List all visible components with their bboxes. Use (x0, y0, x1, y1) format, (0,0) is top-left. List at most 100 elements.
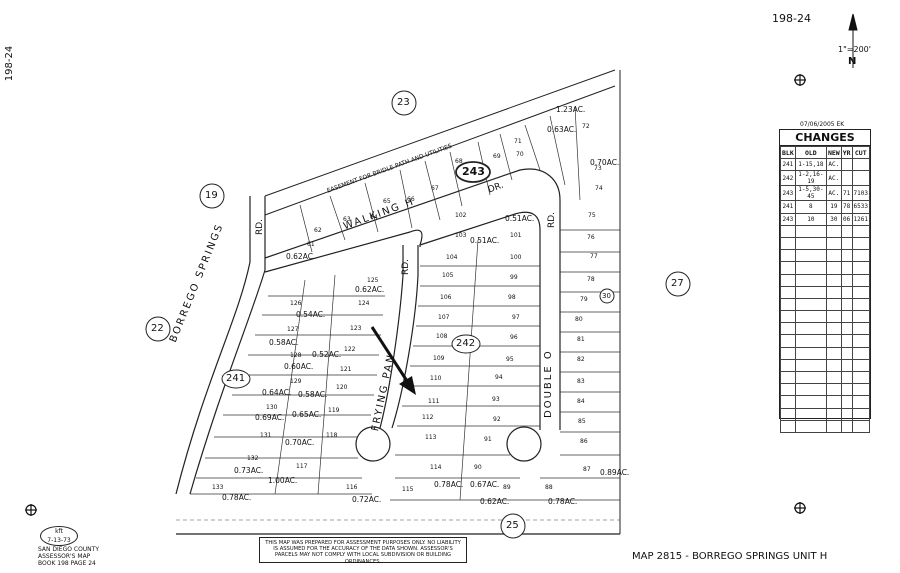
lot-number: 68 (455, 158, 463, 165)
page-reference-side: 198-24 (4, 45, 16, 82)
acreage-label: 0.62AC. (480, 497, 510, 506)
changes-cell: 10 (794, 212, 827, 226)
changes-date-note: 07/06/2005 EK (800, 121, 845, 128)
lot-number: 95 (506, 356, 514, 363)
lot-number: 82 (577, 356, 585, 363)
lot-number: 131 (260, 432, 272, 439)
block-242-oval (451, 334, 481, 354)
lot-number: 63 (343, 216, 351, 223)
lot-number: 81 (577, 336, 585, 343)
lot-number: 89 (503, 484, 511, 491)
scale-label: 1"=200' (838, 45, 871, 54)
borrego-springs-road-edge-inner (189, 196, 266, 495)
lot-number: 88 (545, 484, 553, 491)
assessor-line-2: ASSESSOR'S MAP (38, 553, 91, 560)
lot-number: 100 (510, 254, 522, 261)
changes-cell: AC. (825, 170, 842, 187)
changes-col-new: NEW (825, 145, 842, 160)
changes-cell: 242 (780, 170, 796, 187)
easement-line-2 (264, 85, 616, 216)
lot-number: 77 (590, 253, 598, 260)
lot-number: 127 (287, 326, 299, 333)
acreage-label: 0.72AC. (352, 495, 382, 504)
changes-row-empty (780, 285, 871, 299)
changes-cell: 30 (825, 212, 842, 226)
lot-number: 104 (446, 254, 458, 261)
road-double-rd: RD. (547, 211, 558, 229)
pointer-arrow (370, 326, 416, 395)
neighbor-page-circle-27 (665, 271, 691, 297)
lot-number: 70 (516, 151, 524, 158)
lot-number: 78 (587, 276, 595, 283)
lot-number: 84 (577, 398, 585, 405)
changes-row-empty (780, 249, 871, 263)
lot-number: 97 (512, 314, 520, 321)
acreage-label: 0.62AC. (286, 252, 316, 261)
acreage-label: 0.65AC. (292, 410, 322, 419)
walking-h-drive-edge-3 (419, 211, 541, 430)
lot-number: 125 (367, 277, 379, 284)
assessor-stamp: kft 7-13-73 (40, 526, 78, 546)
changes-cell (851, 158, 871, 172)
block-242-label: 242 (456, 338, 476, 349)
neighbor-page-25: 25 (506, 520, 519, 531)
lot-number: 130 (266, 404, 278, 411)
lot-number: 69 (493, 153, 501, 160)
lot-number: 94 (495, 374, 503, 381)
lot-number: 99 (510, 274, 518, 281)
lot-number: 72 (582, 123, 590, 130)
frying-pan-cul-de-sac (355, 426, 391, 462)
neighbor-page-circle-19 (199, 183, 225, 209)
acreage-label: 0.78AC. (548, 497, 578, 506)
lot-number: 74 (595, 185, 603, 192)
lot-number: 87 (583, 466, 591, 473)
lot-number: 75 (588, 212, 596, 219)
acreage-label: 0.63AC. (547, 125, 577, 134)
lot-number: 112 (422, 414, 434, 421)
neighbor-page-circle-30 (599, 288, 615, 304)
changes-row-empty (780, 370, 871, 385)
lot-number: 109 (433, 355, 445, 362)
changes-cell: 243 (780, 185, 796, 202)
neighbor-page-22: 22 (151, 323, 164, 334)
lot-number: 114 (430, 464, 442, 471)
changes-row-empty (780, 358, 871, 373)
changes-cell: 19 (825, 200, 842, 214)
block-243-oval (455, 161, 491, 183)
changes-cell: 1-2,16-19 (794, 170, 827, 187)
neighbor-page-23: 23 (397, 97, 410, 108)
lot-number: 92 (493, 416, 501, 423)
acreage-label: 0.52AC. (312, 350, 342, 359)
lot-number: 103 (455, 232, 467, 239)
assessor-line-3: BOOK 198 PAGE 24 (38, 560, 96, 567)
lot-number: 117 (296, 463, 308, 470)
changes-row-empty (780, 407, 871, 421)
acreage-label: 1.00AC. (268, 476, 298, 485)
lot-number: 79 (580, 296, 588, 303)
north-label: N (848, 56, 857, 67)
lot-number: 115 (402, 486, 414, 493)
lot-number: 86 (580, 438, 588, 445)
lot-number: 108 (436, 333, 448, 340)
changes-cell: AC. (825, 185, 842, 202)
lot-number: 122 (344, 346, 356, 353)
acreage-label: 0.62AC. (355, 285, 385, 294)
lot-number: 64 (370, 214, 378, 221)
acreage-label: 0.64AC. (262, 388, 292, 397)
stamp-date: 7-13-73 (47, 537, 71, 544)
double-o-cul-de-sac (506, 426, 542, 462)
block-241-lot-lines (190, 274, 385, 495)
acreage-label: 0.67AC. (470, 480, 500, 489)
acreage-label: 1.23AC. (556, 105, 586, 114)
block-241-label: 241 (226, 373, 246, 384)
acreage-label: 0.58AC. (269, 338, 299, 347)
lot-number: 111 (428, 398, 440, 405)
lot-number: 90 (474, 464, 482, 471)
acreage-label: 0.70AC. (590, 158, 620, 167)
acreage-label: 0.70AC. (285, 438, 315, 447)
